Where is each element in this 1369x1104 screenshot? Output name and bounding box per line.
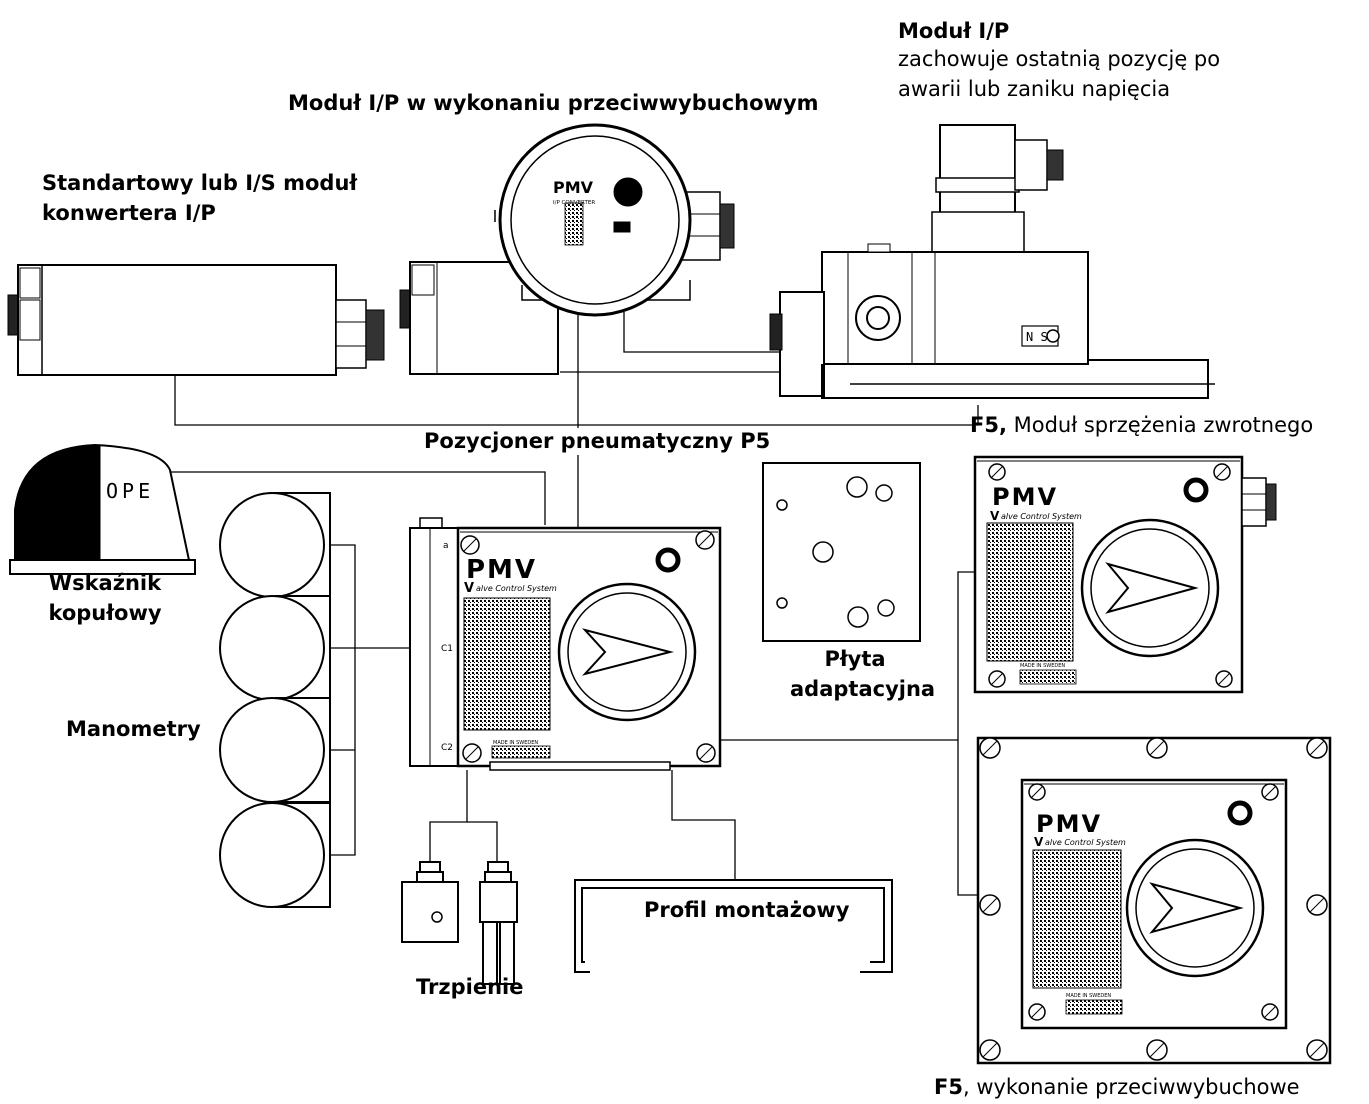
f5-brand: PMV	[992, 483, 1058, 511]
f5-explosion-label: F5, wykonanie przeciwwybuchowe	[934, 1074, 1300, 1101]
bracket-label: Profil montażowy	[644, 898, 850, 922]
ip-hold-desc-line1: zachowuje ostatnią pozycję po	[898, 47, 1221, 71]
connector-lines	[150, 305, 980, 896]
f5ex-made-in: MADE IN SWEDEN	[1066, 993, 1111, 999]
ip-explosion-label: Moduł I/P w wykonaniu przeciwwybuchowym	[288, 91, 819, 115]
f5ex-tagline: alve Control System	[1045, 838, 1126, 847]
p5-tagline-initial: V	[464, 581, 474, 596]
f5ex-brand: PMV	[1036, 810, 1102, 838]
positioner-label: Pozycjoner pneumatyczny P5	[424, 428, 771, 455]
f5-tagline: alve Control System	[1001, 512, 1082, 521]
f5-tagline-initial: V	[990, 509, 1000, 523]
p5-positioner	[409, 517, 722, 771]
f5-explosion-label-bold: F5	[934, 1075, 963, 1099]
hold-position-ip-module	[769, 124, 1215, 399]
p5-brand: PMV	[466, 555, 537, 585]
gauges-label: Manometry	[66, 717, 201, 741]
ip-cover-brand: PMV	[553, 178, 594, 197]
f5-made-in: MADE IN SWEDEN	[1020, 663, 1065, 669]
adapter-plate	[762, 462, 921, 642]
pressure-gauges	[219, 492, 331, 908]
f5-explosion-proof	[976, 736, 1332, 1065]
gauge-2	[219, 595, 331, 701]
feedback-label-bold: F5,	[970, 413, 1007, 437]
plate-label-line1: Płyta	[824, 647, 886, 671]
feedback-label-rest: Moduł sprzężenia zwrotnego	[1006, 413, 1314, 437]
f5ex-tagline-initial: V	[1034, 835, 1044, 849]
spindles	[401, 861, 518, 985]
ip-standard-label-line2: konwertera I/P	[42, 201, 216, 225]
mounting-bracket	[574, 879, 893, 973]
explosion-proof-ip-module	[399, 123, 781, 375]
ip-standard-label-line1: Standartowy lub I/S moduł	[42, 171, 358, 195]
dome-label-line1: Wskaźnik	[48, 571, 162, 595]
gauge-4	[219, 802, 331, 908]
spindles-label: Trzpienie	[416, 975, 524, 999]
dome-indicator	[9, 443, 196, 575]
plate-label-line2: adaptacyjna	[790, 677, 936, 701]
f5-feedback-module	[973, 455, 1277, 694]
standard-ip-module	[7, 264, 385, 376]
ip-cover-title: I/P CONVERTER	[553, 200, 595, 206]
feedback-module-label: F5, Moduł sprzężenia zwrotnego	[970, 412, 1313, 439]
gauge-3	[219, 697, 331, 803]
dome-text: OPE	[106, 479, 154, 503]
port-c1: C1	[441, 644, 453, 654]
gauge-1	[219, 492, 331, 598]
f5-explosion-label-rest: , wykonanie przeciwwybuchowe	[962, 1075, 1300, 1099]
p5-tagline: alve Control System	[476, 584, 557, 593]
dome-label-line2: kopułowy	[48, 601, 162, 625]
ip-hold-title: Moduł I/P	[898, 19, 1010, 43]
port-c2: C2	[441, 743, 453, 753]
ns-marks: N S	[1026, 330, 1048, 344]
port-a: a	[443, 541, 449, 551]
p5-made-in: MADE IN SWEDEN	[493, 740, 538, 746]
ip-hold-desc-line2: awarii lub zaniku napięcia	[898, 77, 1171, 101]
